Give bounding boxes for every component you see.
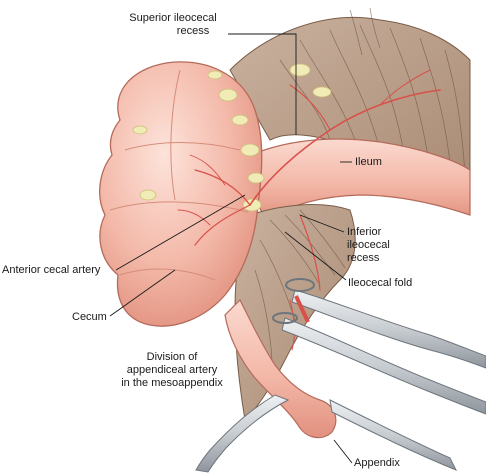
epiploic-fat — [132, 63, 332, 212]
label-inferior-ileocecal-recess: Inferior ileocecal recess — [347, 226, 390, 265]
mesentery-striations — [279, 7, 467, 191]
label-appendix: Appendix — [354, 457, 400, 469]
clamp-lower-right — [329, 399, 458, 471]
appendix — [224, 298, 337, 439]
label-division-line-2: appendiceal artery — [126, 364, 218, 376]
label-inferior-line-3: recess — [347, 252, 380, 264]
label-ileum: Ileum — [355, 156, 382, 168]
label-superior-line-1: Superior ileocecal — [129, 12, 217, 24]
clamp-ring-2 — [272, 312, 298, 324]
leader-lines — [109, 33, 353, 464]
label-division-line-3: in the mesoappendix — [121, 377, 223, 389]
haustra-lines — [109, 69, 249, 281]
label-anterior-cecal-artery: Anterior cecal artery — [2, 264, 101, 276]
leader-cecum — [109, 269, 176, 317]
label-inferior-line-1: Inferior — [347, 226, 382, 238]
label-cecum: Cecum — [72, 311, 107, 323]
label-division-caption: Division of appendiceal artery in the me… — [92, 351, 252, 390]
clamp-upper — [291, 289, 486, 369]
clamped-vessel — [294, 295, 310, 323]
label-ileocecal-fold: Ileocecal fold — [348, 277, 413, 289]
label-division-line-1: Division of — [146, 351, 198, 363]
leader-anterior-cecal — [115, 194, 246, 271]
leader-superior-recess — [228, 33, 297, 135]
clamp-middle — [281, 317, 486, 415]
leader-ileocecal-fold — [284, 231, 347, 281]
label-superior-ileocecal-recess: Superior ileocecal recess — [118, 12, 228, 38]
clamp-instruments — [195, 278, 486, 473]
leader-appendix — [333, 439, 353, 464]
label-inferior-line-2: ileocecal — [347, 239, 390, 251]
vessels — [177, 69, 441, 351]
label-superior-line-2: recess — [176, 25, 210, 37]
clamp-ring — [285, 278, 315, 292]
leader-inferior-recess — [299, 214, 345, 233]
ileum — [239, 138, 471, 221]
clamp-lower — [195, 394, 290, 473]
